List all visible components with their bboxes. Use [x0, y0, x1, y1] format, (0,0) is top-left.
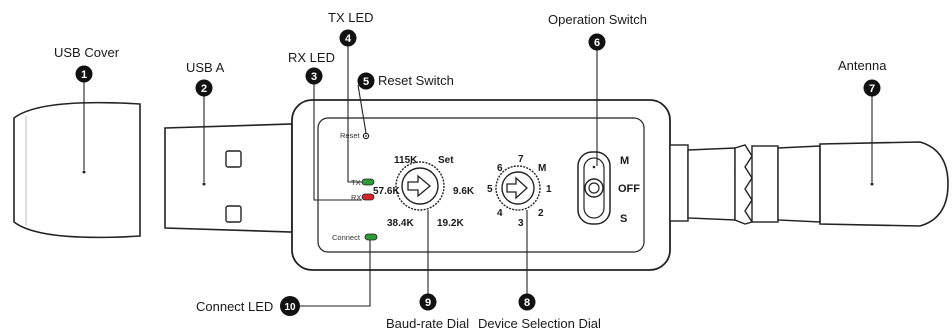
svg-text:1: 1 — [81, 69, 87, 81]
device-5: 5 — [487, 184, 493, 195]
usb-cover — [13, 101, 141, 239]
baud-19-2k: 19.2K — [437, 218, 464, 229]
device-6: 6 — [497, 163, 503, 174]
label-baud-rate-dial: Baud-rate Dial — [386, 316, 469, 331]
baud-9-6k: 9.6K — [453, 186, 475, 197]
connect-led — [364, 233, 378, 241]
rx-text: RX — [351, 193, 361, 202]
svg-text:10: 10 — [284, 302, 296, 313]
device-3: 3 — [518, 218, 524, 229]
label-rx-led: RX LED — [288, 50, 335, 65]
marker-5: 5 — [357, 72, 375, 90]
baud-set: Set — [438, 155, 454, 166]
label-device-selection-dial: Device Selection Dial — [478, 316, 601, 331]
rx-led — [361, 193, 375, 201]
usb-a-plug — [164, 123, 293, 233]
arrow-right-icon — [506, 176, 528, 200]
svg-text:9: 9 — [425, 297, 431, 309]
reset-text: Reset — [340, 131, 361, 140]
svg-text:5: 5 — [363, 76, 369, 88]
baud-38-4k: 38.4K — [387, 218, 414, 229]
device-selection-dial[interactable] — [495, 165, 541, 211]
device-1: 1 — [546, 184, 552, 195]
marker-9: 9 — [419, 293, 437, 311]
tx-led — [361, 178, 375, 186]
leader-lines — [83, 46, 873, 307]
marker-6: 6 — [588, 33, 606, 51]
marker-2: 2 — [195, 79, 213, 97]
device-7: 7 — [518, 154, 524, 165]
device-m: M — [538, 163, 546, 174]
label-antenna: Antenna — [838, 58, 887, 73]
label-operation-switch: Operation Switch — [548, 12, 647, 27]
svg-text:8: 8 — [524, 297, 530, 309]
arrow-right-icon — [407, 174, 432, 198]
operation-switch[interactable] — [577, 151, 611, 225]
marker-7: 7 — [863, 79, 881, 97]
switch-m: M — [620, 155, 629, 167]
svg-text:4: 4 — [345, 33, 352, 45]
label-connect-led: Connect LED — [196, 299, 273, 314]
svg-text:6: 6 — [594, 37, 600, 49]
reset-switch[interactable] — [362, 132, 370, 140]
marker-3: 3 — [305, 67, 323, 85]
label-usb-a: USB A — [186, 60, 225, 75]
switch-off: OFF — [618, 183, 640, 195]
baud-rate-dial[interactable] — [395, 161, 445, 211]
antenna — [669, 141, 949, 227]
label-reset-switch: Reset Switch — [378, 73, 454, 88]
baud-57-6k: 57.6K — [373, 186, 400, 197]
device-4: 4 — [497, 208, 503, 219]
baud-115k: 115K — [394, 155, 418, 166]
device-body — [291, 99, 671, 271]
label-usb-cover: USB Cover — [54, 45, 120, 60]
device-2: 2 — [538, 208, 544, 219]
svg-text:2: 2 — [201, 83, 207, 95]
marker-4: 4 — [339, 29, 357, 47]
svg-text:7: 7 — [869, 83, 875, 95]
marker-8: 8 — [518, 293, 536, 311]
marker-10: 10 — [280, 296, 300, 316]
svg-text:3: 3 — [311, 71, 317, 83]
marker-1: 1 — [75, 65, 93, 83]
switch-s: S — [620, 213, 627, 225]
label-tx-led: TX LED — [328, 10, 374, 25]
connect-text: Connect — [332, 233, 361, 242]
